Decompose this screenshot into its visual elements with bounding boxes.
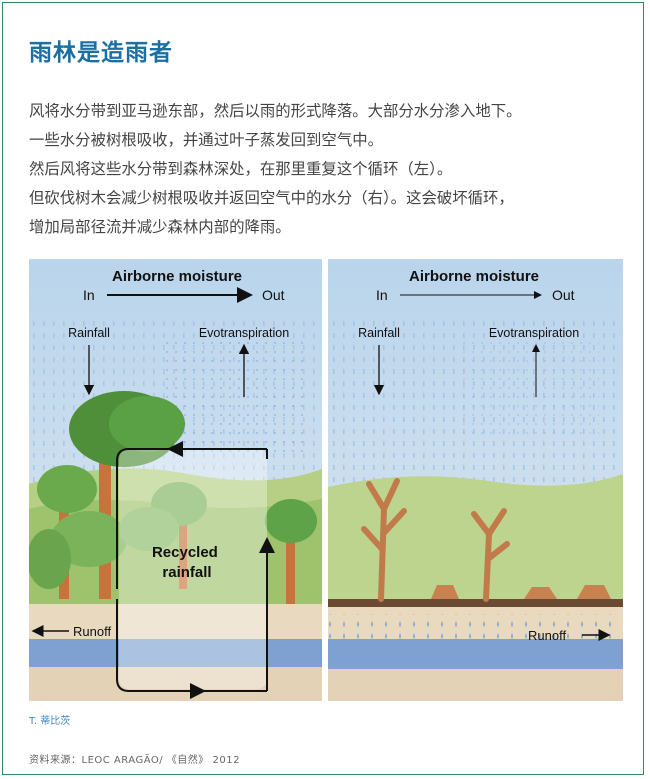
airborne-moisture-label: Airborne moisture [112,268,242,285]
out-label: Out [262,287,285,303]
runoff-label: Runoff [73,624,111,639]
right-panel-deforested: Airborne moisture In Out Rainfall Evotra… [328,259,623,701]
in-label: In [83,287,95,303]
description-line: 然后风将这些水分带到森林深处，在那里重复这个循环（左）。 [29,160,453,178]
in-label: In [376,287,388,303]
description-text: 风将水分带到亚马逊东部，然后以雨的形式降落。大部分水分渗入地下。 一些水分被树根… [29,97,629,242]
rainfall-label: Rainfall [68,326,110,340]
dead-tree-illustration [361,478,611,602]
page-title: 雨林是造雨者 [29,40,173,66]
description-line: 风将水分带到亚马逊东部，然后以雨的形式降落。大部分水分渗入地下。 [29,102,522,120]
illustration-credit: T. 蒂比茨 [29,716,71,727]
recycled-rainfall-label: Recycled rainfall [152,544,222,581]
description-line: 增加局部径流并减少森林内部的降雨。 [29,218,291,236]
panel-divider [322,259,328,701]
rainforest-cycle-diagram: Airborne moisture In Out Rainfall Evotra… [29,259,623,701]
runoff-label: Runoff [528,628,566,643]
out-label: Out [552,287,575,303]
source-citation: 资料来源：LEOC ARAGÃO/ 《自然》 2012 [29,755,240,766]
evotranspiration-label: Evotranspiration [199,326,289,340]
description-line: 一些水分被树根吸收，并通过叶子蒸发回到空气中。 [29,131,383,149]
description-line: 但砍伐树木会减少树根吸收并返回空气中的水分（右）。这会破坏循环， [29,189,514,207]
evotranspiration-label: Evotranspiration [489,326,579,340]
airborne-moisture-label: Airborne moisture [409,268,539,285]
left-panel-forest: Airborne moisture In Out Rainfall Evotra… [29,259,322,701]
rainfall-label: Rainfall [358,326,400,340]
